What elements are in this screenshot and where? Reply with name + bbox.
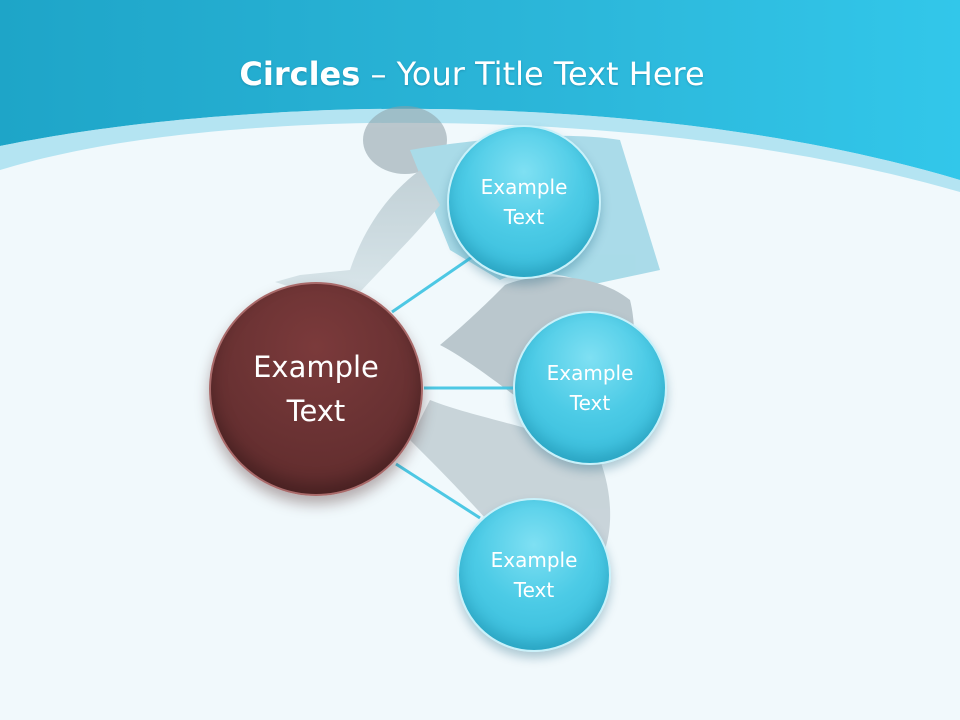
node-circle-middle: Example Text [513, 311, 667, 465]
node-label-line2: Text [513, 578, 555, 602]
connector-top [391, 255, 473, 314]
center-label-line2: Text [286, 394, 346, 428]
node-circle-bottom: Example Text [457, 498, 611, 652]
title-rest: – Your Title Text Here [360, 55, 705, 93]
center-circle: Example Text [209, 282, 423, 496]
header-band [0, 0, 960, 180]
title-bold: Circles [239, 55, 361, 93]
center-label-line1: Example [253, 350, 379, 384]
header-wave-light [0, 108, 960, 192]
slide-title: Circles – Your Title Text Here [0, 52, 944, 96]
connector-bottom [395, 462, 481, 520]
node-label-line1: Example [480, 175, 568, 199]
node-label-line2: Text [503, 205, 545, 229]
node-label-line1: Example [546, 361, 634, 385]
node-label-line1: Example [490, 548, 578, 572]
node-label-line2: Text [569, 391, 611, 415]
node-circle-top: Example Text [447, 125, 601, 279]
